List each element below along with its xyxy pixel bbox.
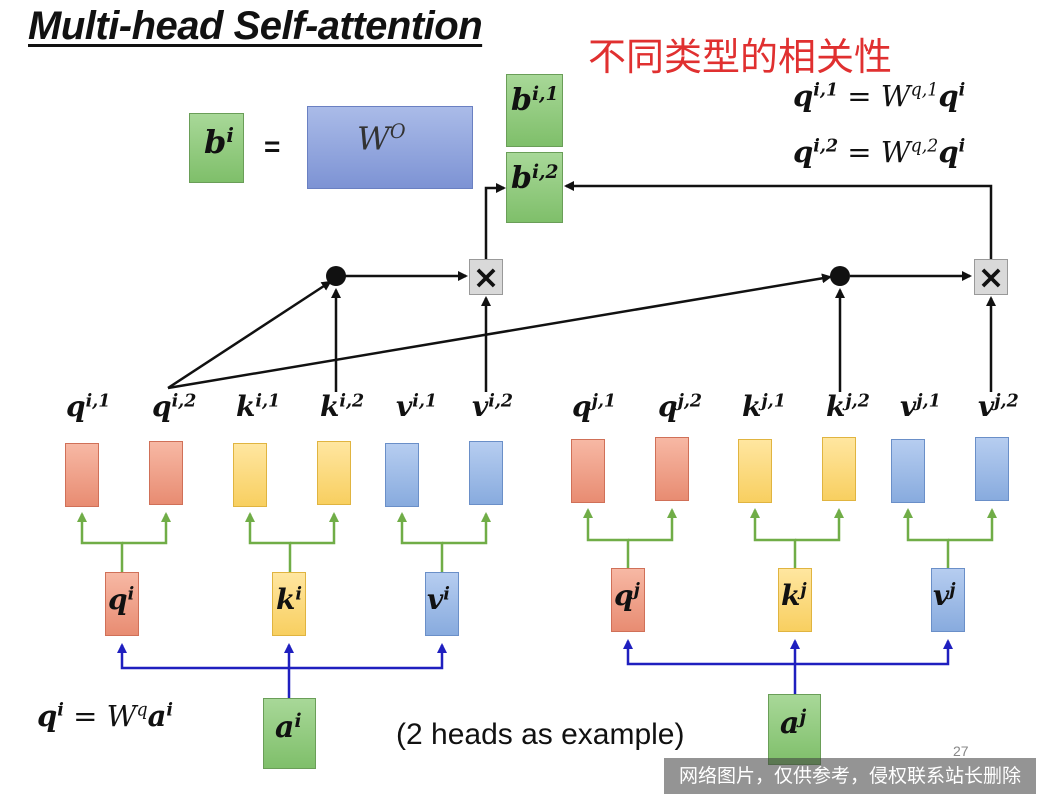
head-label-vi1: vi,1 xyxy=(396,390,437,423)
split-qj xyxy=(583,508,630,568)
slide-subtitle: 不同类型的相关性 xyxy=(588,35,893,79)
split-vi xyxy=(397,512,444,572)
head-label-kj2: kj,2 xyxy=(826,390,870,423)
input-aj-arrows xyxy=(623,639,797,694)
head-label-ki2: ki,2 xyxy=(320,390,365,423)
head-vector-qi2 xyxy=(149,441,183,505)
head-vector-ki2 xyxy=(317,441,351,505)
vector-qj-box xyxy=(611,568,645,632)
output-bi-label: bi xyxy=(204,123,234,161)
head-label-vj1: vj,1 xyxy=(900,390,941,423)
formula-qi: qi = Wqai xyxy=(37,699,173,733)
split-qi xyxy=(77,512,124,572)
split-kj xyxy=(750,508,797,568)
arrow-qi2-to-dot1 xyxy=(167,280,332,390)
vector-vi-label: vi xyxy=(427,583,450,616)
head-vector-kj1 xyxy=(738,439,772,503)
output-bi1-box xyxy=(506,74,563,147)
head-vector-vi2 xyxy=(469,441,503,505)
head-label-kj1: kj,1 xyxy=(742,390,786,423)
formula-qi2: qi,2 = Wq,2qi xyxy=(793,135,966,169)
equals-sign: = xyxy=(264,131,281,162)
input-ai-arrows xyxy=(117,643,291,698)
vector-vj-box xyxy=(931,568,965,632)
head-label-ki1: ki,1 xyxy=(236,390,281,423)
head-vector-vi1 xyxy=(385,443,419,507)
split-vj xyxy=(903,508,950,568)
output-bi2-box xyxy=(506,152,563,223)
vector-qj-label: qj xyxy=(614,579,640,612)
head-label-qi2: qi,2 xyxy=(152,390,197,423)
vector-ki-box xyxy=(272,572,306,636)
arrow-qi2-to-dot2 xyxy=(167,273,832,390)
vector-kj-label: kj xyxy=(781,579,807,612)
input-aj-label: aj xyxy=(780,706,807,742)
multiply-node-1: × xyxy=(469,259,503,295)
head-vector-vj2 xyxy=(975,437,1009,501)
head-vector-vj1 xyxy=(891,439,925,503)
head-label-qj2: qj,2 xyxy=(658,390,702,423)
output-bi-box xyxy=(189,113,244,183)
head-vector-qi1 xyxy=(65,443,99,507)
example-note: (2 heads as example) xyxy=(396,718,685,751)
arrow-mult2-to-bi2 xyxy=(564,181,993,259)
vector-qi-box xyxy=(105,572,139,636)
input-ai-label: ai xyxy=(275,710,302,746)
input-ai-box xyxy=(263,698,316,769)
head-vector-ki1 xyxy=(233,443,267,507)
head-label-qj1: qj,1 xyxy=(572,390,616,423)
vector-vj-label: vj xyxy=(933,579,956,612)
formula-qi1: qi,1 = Wq,1qi xyxy=(793,79,966,113)
vector-ki-label: ki xyxy=(276,583,303,616)
vector-qi-label: qi xyxy=(108,583,135,616)
page-number: 27 xyxy=(953,743,969,759)
head-vector-kj2 xyxy=(822,437,856,501)
dot-product-node-2 xyxy=(830,266,850,286)
slide-title: Multi-head Self-attention xyxy=(28,4,483,48)
head-vector-qj2 xyxy=(655,437,689,501)
multiply-node-2: × xyxy=(974,259,1008,295)
vector-kj-box xyxy=(778,568,812,632)
dot-product-node-1 xyxy=(326,266,346,286)
watermark-banner: 网络图片，仅供参考，侵权联系站长删除 xyxy=(664,758,1036,794)
wo-matrix-box xyxy=(307,106,473,189)
output-bi2-label: bi,2 xyxy=(511,161,559,197)
head-label-qi1: qi,1 xyxy=(66,390,111,423)
head-label-vi2: vi,2 xyxy=(472,390,513,423)
arrow-mult1-to-bi2 xyxy=(484,183,506,259)
vector-vi-box xyxy=(425,572,459,636)
head-vector-qj1 xyxy=(571,439,605,503)
head-label-vj2: vj,2 xyxy=(978,390,1019,423)
output-bi1-label: bi,1 xyxy=(511,83,559,119)
wo-matrix-label: WO xyxy=(357,119,406,158)
split-ki xyxy=(245,512,292,572)
